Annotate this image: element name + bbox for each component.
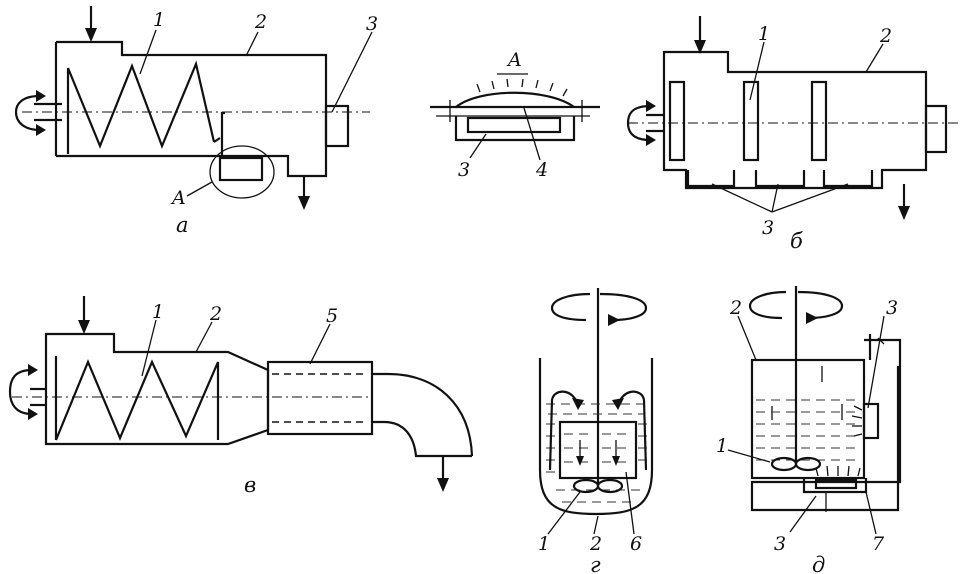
panel-b-label-3: 3 — [762, 217, 774, 239]
panel-a-label-callout: A — [170, 187, 186, 209]
detail-a-radiation-ticks — [476, 78, 568, 97]
panel-a-rotation-arrow — [14, 94, 41, 132]
panel-b-heater-a — [686, 170, 736, 188]
panel-b-paddle-3 — [810, 80, 828, 162]
panel-v-caption: в — [244, 473, 256, 497]
panel-g-label-1: 1 — [538, 533, 550, 555]
panel-d-side-radiation — [851, 405, 863, 437]
panel-v-outlet-pipe — [372, 372, 474, 458]
detail-a-label-3: 3 — [458, 159, 470, 181]
panel-b-housing — [662, 50, 928, 190]
panel-d-bottom-heater-3 — [802, 478, 868, 494]
panel-b-label-1: 1 — [758, 23, 770, 45]
panel-v-label-5: 5 — [326, 305, 338, 327]
panel-g-rotation-arrow — [550, 292, 648, 322]
panel-d-outer-jacket — [750, 338, 902, 512]
panel-d-label-3-side: 3 — [886, 297, 898, 319]
panel-v-screw-1 — [54, 356, 220, 441]
panel-g-vessel — [538, 358, 654, 516]
panel-a-label-3: 3 — [366, 13, 378, 35]
panel-g-draft-tube-6 — [558, 420, 638, 480]
panel-g-caption: г — [590, 553, 601, 574]
panel-v-housing — [44, 332, 270, 446]
panel-d-label-2: 2 — [729, 297, 742, 319]
panel-d-bottom-radiation — [815, 465, 861, 477]
panel-b-paddle-2 — [742, 80, 760, 162]
panel-a-caption: а — [176, 213, 189, 237]
panel-b-heater-c — [822, 170, 874, 188]
detail-a-label-4: 4 — [535, 159, 548, 181]
panel-a-end-cap-3 — [324, 104, 350, 148]
panel-b-paddle-1 — [668, 80, 686, 162]
panel-d-caption: д — [812, 553, 825, 574]
panel-a-screw-1 — [66, 60, 221, 154]
panel-g-label-2: 2 — [589, 533, 602, 555]
panel-v-die-5 — [266, 360, 374, 436]
panel-b-rotation-arrow — [626, 104, 651, 142]
panel-b-caption: б — [790, 229, 803, 253]
panel-g-stirred-vessel: 1 2 6 г — [538, 288, 654, 574]
panel-a-label-1: 1 — [153, 9, 165, 31]
panel-v-rotation-arrow — [8, 368, 33, 416]
panel-d-side-heater-3 — [862, 402, 880, 440]
panel-b-end-cap — [924, 104, 948, 154]
panel-v-label-1: 1 — [152, 301, 164, 323]
panel-d-rotation-arrow — [748, 290, 844, 320]
panel-a-horizontal-screw-apparatus: 1 2 3 A а — [14, 6, 378, 237]
panel-g-flow-left — [548, 390, 580, 471]
panel-d-heated-vessel: 2 3 1 3 7 д — [716, 286, 902, 574]
panel-v-label-2: 2 — [209, 303, 222, 325]
panel-a-label-2: 2 — [254, 11, 267, 33]
panel-a-heater-element — [218, 156, 264, 182]
panel-g-flow-right — [616, 390, 648, 471]
panel-d-label-3-bottom: 3 — [774, 533, 786, 555]
panel-v-extruder-with-die: 1 2 5 в — [8, 296, 474, 497]
panel-b-heater-b — [754, 170, 806, 188]
detail-a-heater-view: A 3 4 — [430, 49, 600, 181]
panel-g-label-6: 6 — [630, 533, 642, 555]
panel-a-callout-circle — [209, 145, 275, 199]
detail-a-heater-3 — [466, 116, 562, 134]
panel-b-paddle-apparatus: 1 2 3 б — [626, 16, 962, 253]
panel-a-housing — [56, 40, 328, 178]
panel-b-label-2: 2 — [879, 25, 892, 47]
panel-d-label-7: 7 — [872, 533, 885, 555]
panel-d-label-1: 1 — [716, 435, 728, 457]
detail-a-title: A — [506, 49, 522, 71]
panel-d-propeller-1 — [770, 456, 798, 472]
